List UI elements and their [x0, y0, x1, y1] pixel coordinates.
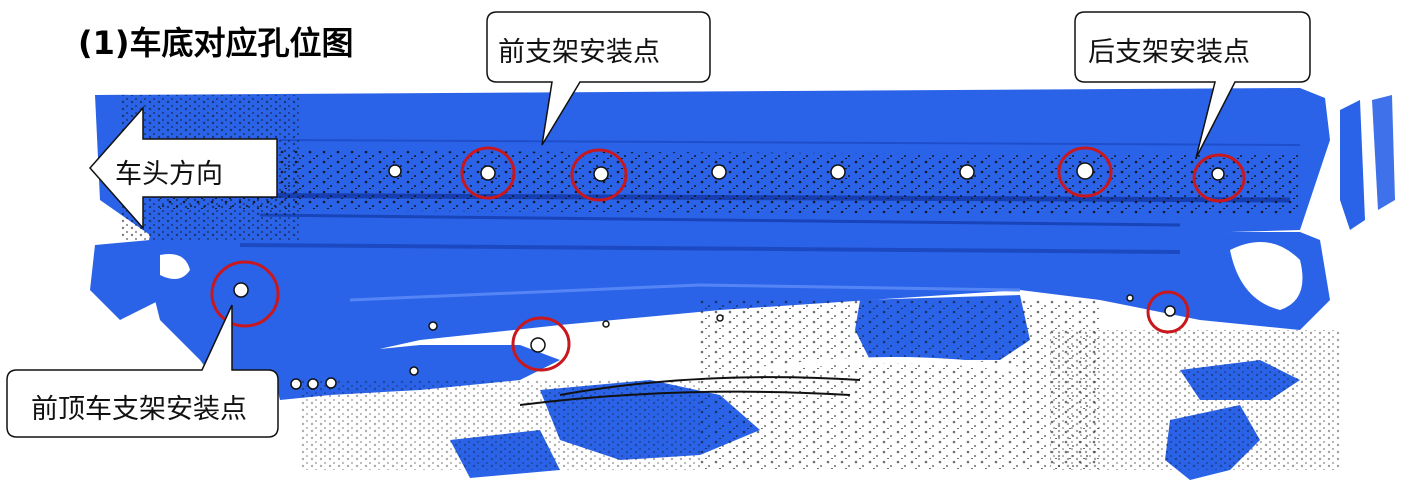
head-direction-arrow	[88, 106, 278, 230]
marker-front-bracket-2	[570, 148, 628, 202]
marker-lower-right	[1146, 290, 1190, 334]
callout-front-roof-bracket-bubble	[6, 304, 279, 438]
marker-rear-bracket-1	[1057, 146, 1113, 198]
marker-front-roof-bracket	[210, 260, 280, 328]
marked-holes	[210, 146, 1246, 372]
marker-front-bracket-1	[460, 146, 516, 200]
page-title: (1)车底对应孔位图	[78, 24, 354, 62]
head-direction-label: 车头方向	[115, 159, 223, 190]
blue-underbody-surface	[90, 88, 1395, 480]
callout-rear-bracket-bubble	[1074, 11, 1311, 159]
callout-front-bracket-label: 前支架安装点	[498, 37, 660, 68]
marker-lower-left	[511, 316, 571, 372]
callout-front-bracket-bubble	[486, 11, 711, 146]
marker-rear-bracket-2	[1192, 153, 1246, 203]
callout-rear-bracket-label: 后支架安装点	[1088, 37, 1250, 68]
callout-front-roof-bracket-label: 前顶车支架安装点	[31, 394, 247, 425]
